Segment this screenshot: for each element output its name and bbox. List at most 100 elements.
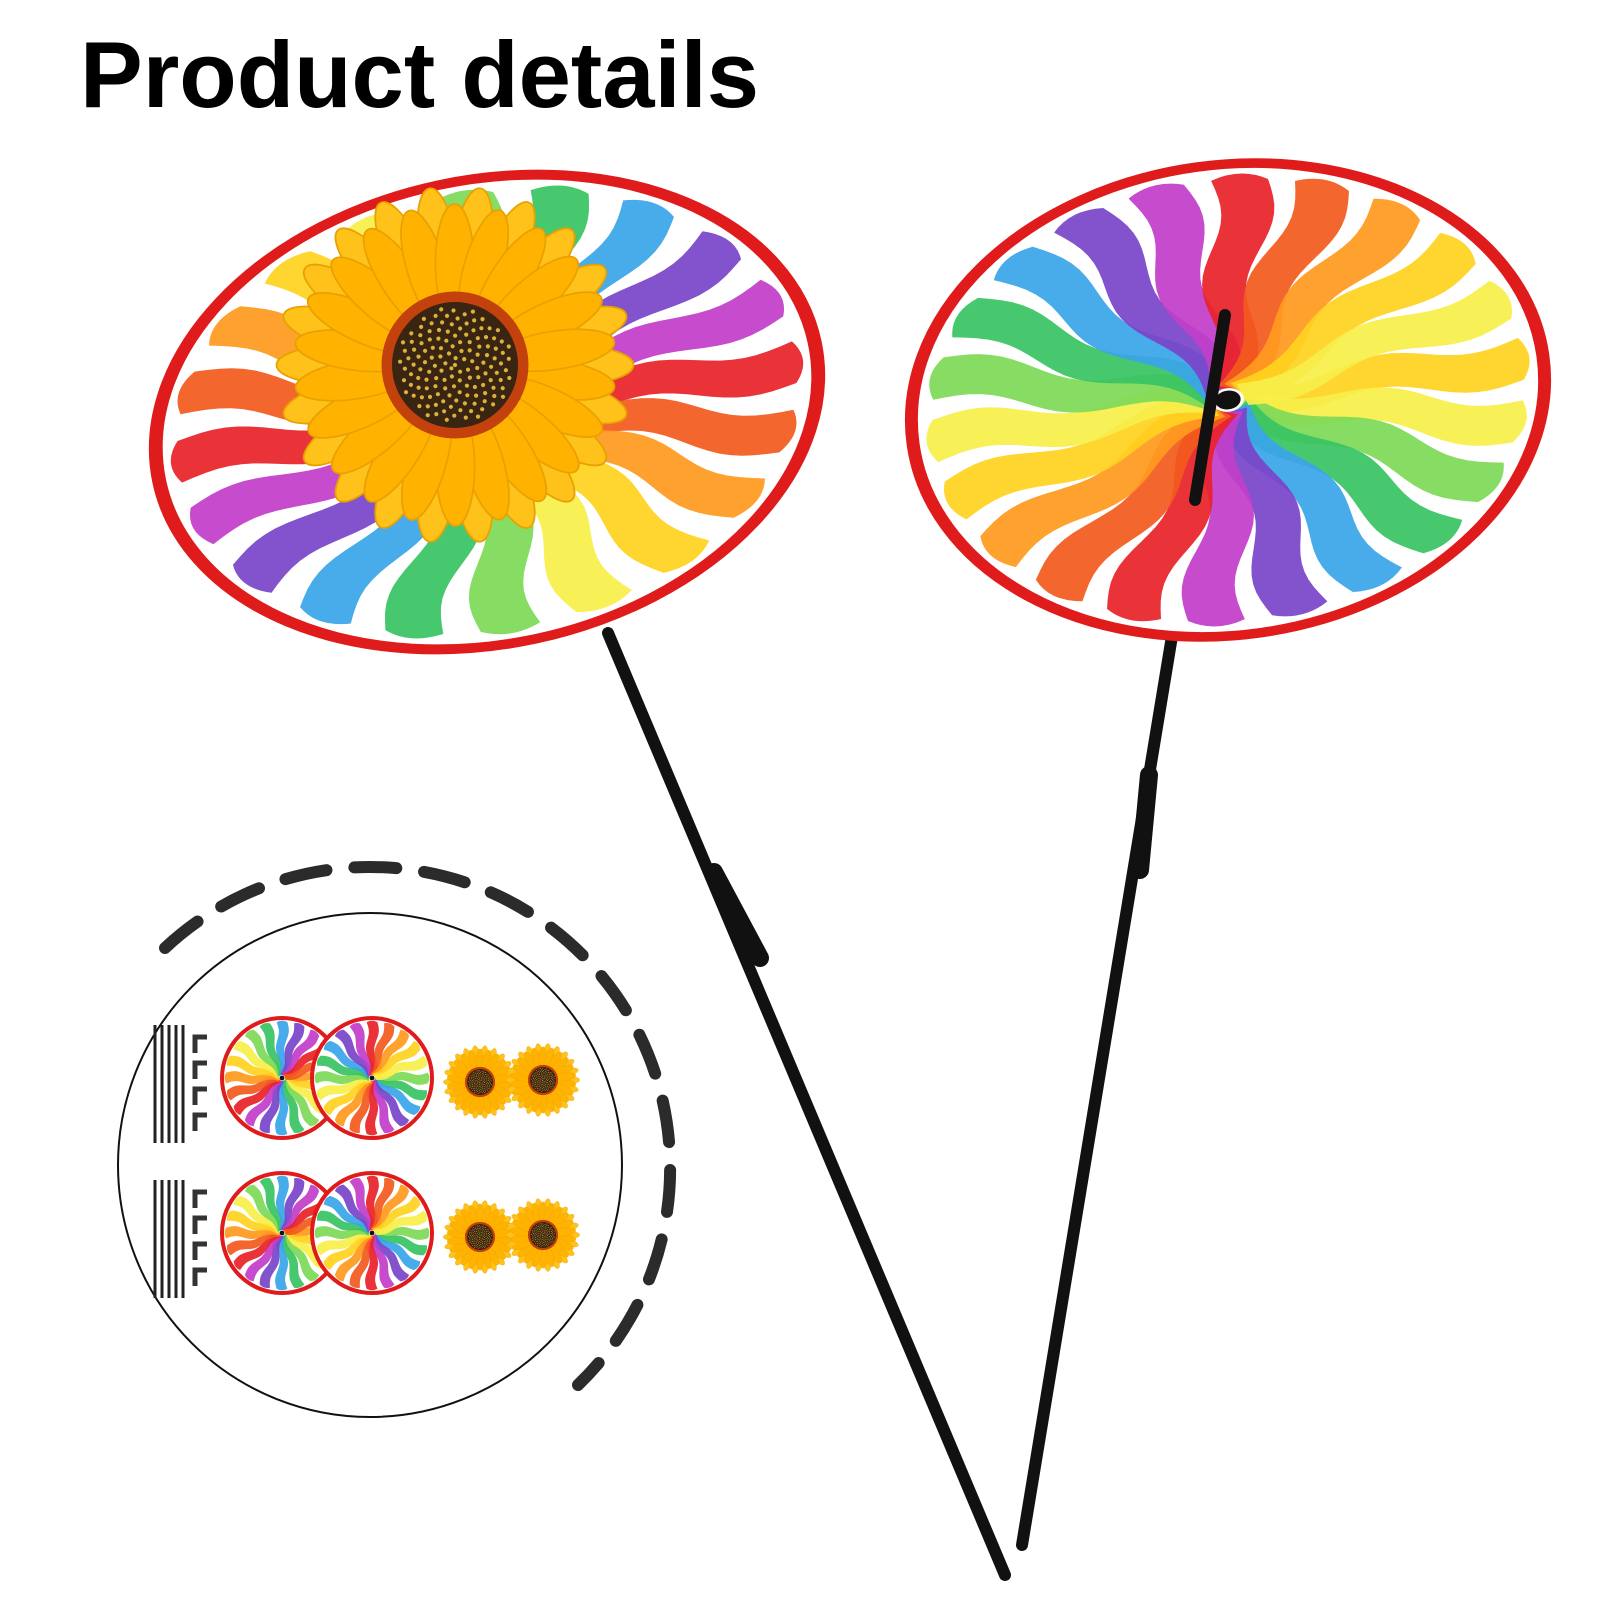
connector-icon xyxy=(192,1060,207,1079)
petal xyxy=(233,1195,282,1234)
sunflower-icon xyxy=(443,1200,517,1274)
petal xyxy=(372,1232,421,1271)
connector-icon xyxy=(192,1189,207,1208)
petal xyxy=(371,1184,410,1233)
petal xyxy=(316,1055,371,1080)
petal xyxy=(279,1234,305,1289)
pinwheel-icon xyxy=(310,1016,434,1140)
petal xyxy=(1235,393,1504,503)
petal xyxy=(1224,198,1421,396)
sunflower-seeds xyxy=(531,1068,555,1092)
petal xyxy=(259,1234,284,1289)
stick-left-joint xyxy=(705,863,769,967)
petal xyxy=(281,1029,320,1078)
petal xyxy=(993,246,1228,402)
petal xyxy=(323,1077,372,1116)
pinwheel-rim xyxy=(310,1171,434,1295)
inset-circle xyxy=(117,912,623,1418)
petal xyxy=(334,1233,373,1282)
sunflower-icon xyxy=(275,187,635,543)
connector-icon xyxy=(192,1267,207,1286)
hub-cap xyxy=(1215,390,1241,410)
petal xyxy=(226,1210,281,1235)
petal xyxy=(334,1029,373,1078)
petal xyxy=(244,1078,283,1127)
petal xyxy=(281,1233,320,1282)
petal xyxy=(1128,183,1242,393)
pinwheel-icon xyxy=(310,1171,434,1295)
petal xyxy=(1035,404,1232,602)
petal xyxy=(373,1210,428,1236)
petal xyxy=(349,1022,375,1077)
petal xyxy=(980,399,1226,568)
petal xyxy=(926,387,1214,463)
hub-cap xyxy=(279,1230,285,1236)
pinwheel-rim xyxy=(148,169,826,655)
petal xyxy=(1236,280,1512,406)
sunflower-icon xyxy=(506,1198,580,1272)
petal xyxy=(334,1078,373,1127)
connector-icon xyxy=(192,1241,207,1260)
petal xyxy=(233,1040,282,1079)
hub-cap xyxy=(279,1075,285,1081)
petal xyxy=(369,1079,395,1134)
petal xyxy=(233,1077,282,1116)
connector-icon xyxy=(192,1112,207,1131)
petal xyxy=(1054,207,1234,398)
stick-left xyxy=(602,627,1011,1581)
petal xyxy=(349,1177,375,1232)
petal xyxy=(372,1195,421,1234)
petal xyxy=(371,1078,410,1127)
sunflower-icon xyxy=(506,1043,580,1117)
petal xyxy=(316,1075,371,1101)
pinwheel-icon xyxy=(220,1171,344,1295)
package-contents-inset xyxy=(117,860,677,1418)
petal xyxy=(226,1230,281,1256)
petal xyxy=(226,1055,281,1080)
petal xyxy=(373,1231,428,1256)
petal xyxy=(279,1079,305,1134)
petal xyxy=(371,1233,410,1282)
petal xyxy=(349,1079,374,1134)
petal xyxy=(281,1078,320,1127)
pinwheel-plain xyxy=(904,158,1552,642)
petal xyxy=(323,1040,372,1079)
petal xyxy=(371,1029,410,1078)
petal xyxy=(1240,387,1527,446)
petal xyxy=(259,1177,285,1232)
petal xyxy=(372,1040,421,1079)
petal xyxy=(233,1232,282,1271)
petal xyxy=(944,394,1220,520)
petal xyxy=(372,1077,421,1116)
petal xyxy=(226,1075,281,1101)
stick-icon xyxy=(153,1180,207,1298)
petal xyxy=(952,297,1221,407)
petal xyxy=(244,1184,283,1233)
sunflower-seeds xyxy=(398,307,512,422)
pinwheel-rim xyxy=(310,1016,434,1140)
petal xyxy=(244,1029,283,1078)
petal xyxy=(334,1184,373,1233)
connector-icon xyxy=(192,1086,207,1105)
connector-icon xyxy=(192,1034,207,1053)
petal xyxy=(373,1055,428,1081)
petal xyxy=(259,1079,284,1134)
dashed-arc xyxy=(159,860,677,1391)
sunflower-seeds xyxy=(468,1070,492,1094)
petal xyxy=(1218,178,1349,392)
connector-icon xyxy=(192,1215,207,1234)
pinwheel-with-sunflower xyxy=(148,169,826,655)
hub-cap xyxy=(369,1230,375,1236)
stick-right-top xyxy=(1189,309,1231,506)
petal xyxy=(323,1232,372,1271)
pinwheel-icon xyxy=(904,158,1552,642)
stick-icon xyxy=(153,1025,207,1143)
petal xyxy=(370,1177,395,1232)
sunflower-icon xyxy=(443,1045,517,1119)
sunflower-seeds xyxy=(531,1223,555,1247)
petal xyxy=(1214,407,1328,617)
petal xyxy=(929,354,1216,413)
petal xyxy=(369,1234,395,1289)
